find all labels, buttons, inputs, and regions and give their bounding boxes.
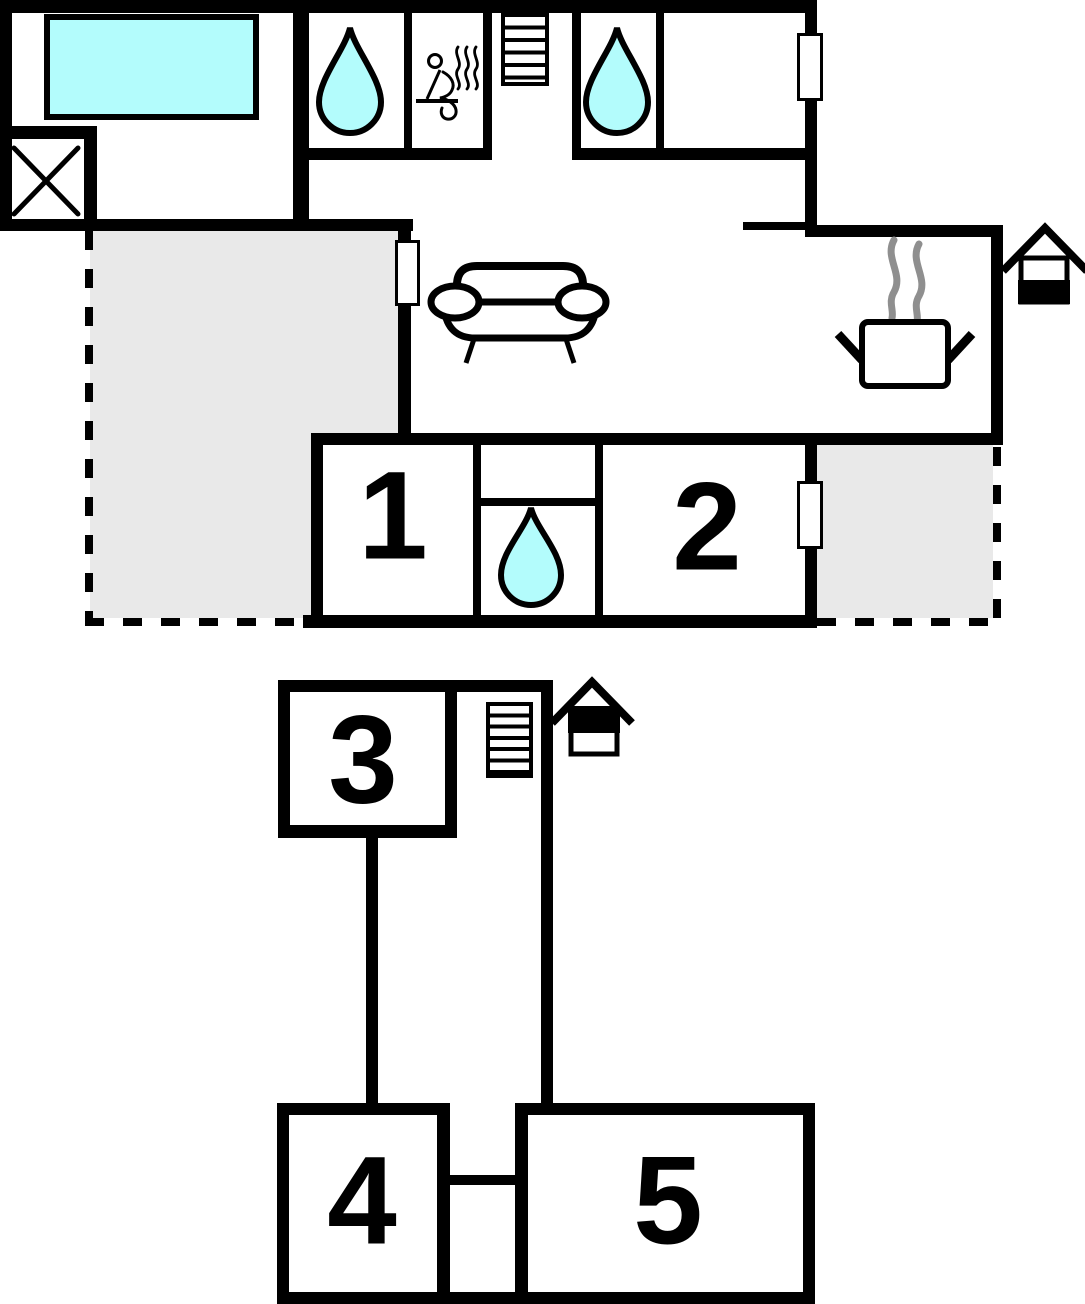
crossed-box-icon [11, 145, 81, 217]
sauna-icon [416, 45, 479, 121]
wall [404, 0, 412, 154]
wall [805, 225, 1003, 237]
wall [84, 126, 97, 231]
steam-icon [912, 240, 926, 326]
wall [0, 219, 413, 231]
room-label-5: 5 [633, 1131, 703, 1271]
window [797, 481, 823, 549]
wall [303, 615, 817, 628]
wall [437, 1175, 528, 1185]
wall [743, 222, 805, 230]
entrance-house-icon [1000, 222, 1085, 305]
wall [803, 1103, 815, 1304]
wall [293, 0, 309, 231]
water-drop-icon [497, 507, 565, 608]
terrace-area [90, 231, 398, 433]
wall [473, 498, 603, 506]
wall [0, 126, 97, 139]
water-drop-icon [315, 27, 385, 136]
wall [541, 680, 553, 1110]
window [395, 240, 420, 306]
room-label-3: 3 [328, 690, 398, 830]
wall [277, 1103, 443, 1115]
room-label-4: 4 [327, 1131, 397, 1271]
wall [515, 1103, 815, 1115]
wall [991, 225, 1003, 445]
wall [293, 148, 492, 160]
terrace-area [90, 433, 311, 618]
wall [656, 0, 664, 154]
wall [278, 680, 290, 838]
terrace-boundary-dashed [85, 618, 303, 626]
wall [311, 437, 323, 628]
steam-icon [887, 236, 901, 322]
terrace-boundary-dashed [817, 618, 1003, 626]
wall [595, 443, 603, 620]
pool-icon [44, 14, 259, 120]
room-label-2: 2 [672, 457, 742, 597]
wall [366, 825, 378, 1110]
stairs-icon [501, 13, 549, 86]
sofa-icon [427, 262, 610, 364]
wall [445, 692, 457, 838]
wall [0, 0, 12, 231]
wall [437, 1103, 450, 1304]
wall [277, 1103, 289, 1304]
cooking-pot-icon [834, 236, 976, 389]
wall [311, 433, 1003, 445]
wall [483, 0, 492, 154]
stairs-icon [486, 702, 533, 778]
room-label-1: 1 [358, 446, 428, 586]
entrance-house-icon [549, 676, 635, 757]
wall [278, 680, 553, 692]
wall [277, 1292, 815, 1304]
wall [473, 443, 481, 620]
wall [572, 0, 581, 154]
terrace-boundary-dashed [993, 447, 1001, 626]
wall [572, 148, 817, 160]
wall [515, 1103, 528, 1304]
terrace-boundary-dashed [85, 231, 93, 626]
window [797, 33, 823, 101]
water-drop-icon [582, 27, 652, 136]
terrace-area [817, 445, 993, 618]
